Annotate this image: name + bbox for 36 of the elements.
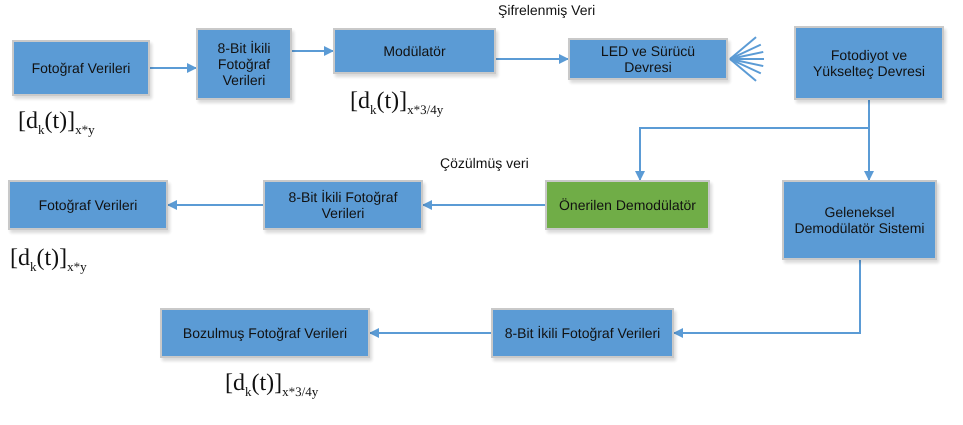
process-box: [8, 180, 168, 230]
box-label: 8-Bit İkili Fotoğraf Verileri: [504, 325, 660, 341]
text-label: Şifrelenmiş Veri: [498, 2, 596, 18]
box-label: Modülatör: [383, 43, 446, 59]
box-label: Önerilen Demodülatör: [559, 197, 696, 213]
process-box: [782, 180, 937, 260]
process-box: [545, 180, 710, 230]
box-label: Fotoğraf Verileri: [32, 60, 130, 76]
process-box: [333, 28, 496, 74]
box-label: Geleneksel Demodülatör Sistemi: [794, 204, 926, 236]
arrow: [422, 200, 545, 210]
arrow: [167, 200, 263, 210]
arrow: [150, 63, 197, 73]
arrow: [369, 328, 491, 338]
arrow: [496, 54, 569, 64]
box-label: LED ve Sürücü Devresi: [600, 43, 696, 75]
formula: [d$_{k}$(t)]$_{x*y}$: [18, 108, 95, 138]
process-box: [160, 308, 370, 358]
formula: [d$_{k}$(t)]$_{x*3/4y}$: [225, 370, 318, 400]
box-label: Bozulmuş Fotoğraf Verileri: [182, 325, 348, 341]
process-box: [12, 40, 150, 96]
process-box: [196, 28, 292, 100]
box-label: Fotodiyot ve Yükselteç Devresi: [812, 47, 926, 79]
process-box: [263, 180, 423, 230]
arrow: [864, 100, 874, 181]
arrow: [673, 260, 861, 338]
formula: [d$_{k}$(t)]$_{x*3/4y}$: [350, 88, 444, 118]
box-label: Fotoğraf Verileri: [38, 197, 138, 213]
process-box: [794, 26, 944, 100]
text-label: Çözülmüş veri: [440, 155, 529, 171]
process-box: [491, 308, 674, 358]
box-label: 8-Bit İkili Fotoğraf Verileri: [288, 189, 398, 221]
box-label: 8-Bit İkili Fotoğraf Verileri: [216, 40, 272, 88]
arrow: [292, 46, 334, 56]
formula: [d$_{k}$(t)]$_{x*y}$: [10, 245, 87, 275]
process-box: [568, 38, 728, 80]
